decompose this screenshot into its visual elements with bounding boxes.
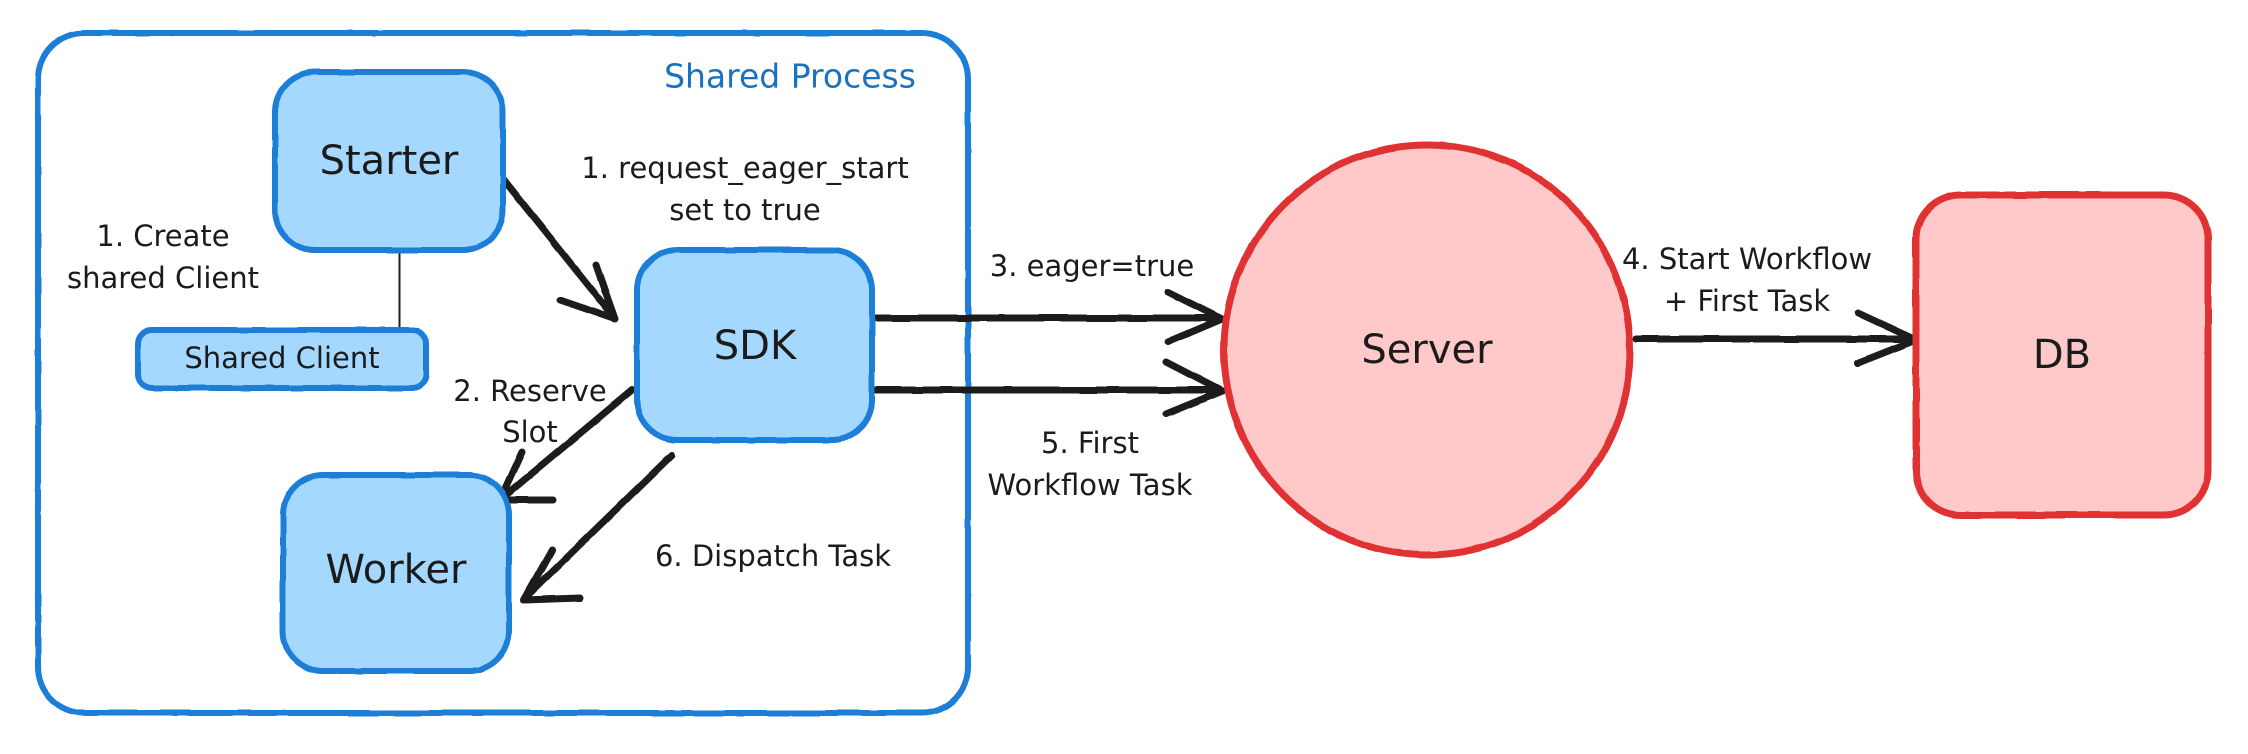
shared-process-container [35,30,971,716]
server-label: Server [1361,327,1493,373]
edge-label-dispatch-task: 6. Dispatch Task [655,539,891,573]
shared-client-border [135,327,429,391]
first-workflow-task-line1: 5. First [1041,426,1139,460]
starter-border [272,69,506,253]
edge-label-create-shared-client: 1. Create shared Client [67,219,259,295]
edge-label-start-workflow: 4. Start Workflow + First Task [1622,242,1872,318]
request-eager-start-line1: 1. request_eager_start [581,151,908,185]
edge-request-eager-start [496,171,619,323]
start-workflow-line2: + First Task [1664,284,1831,318]
reserve-slot-line2: Slot [502,415,558,449]
db-border [1912,191,2212,519]
db-label: DB [2033,332,2091,378]
dispatch-task-line1: 6. Dispatch Task [655,539,891,573]
shared-client-label: Shared Client [184,341,379,375]
server-border [1220,141,1634,559]
edge-first-workflow-task [871,358,1226,418]
shared-client-fill [138,330,426,388]
edge-label-first-workflow-task: 5. First Workflow Task [988,426,1193,502]
edge-start-workflow [1632,309,1920,367]
start-workflow-line1: 4. Start Workflow [1622,242,1872,276]
edge-dispatch-task [520,451,676,604]
node-sdk[interactable]: SDK [634,247,875,443]
reserve-slot-line1: 2. Reserve [453,374,606,408]
db-fill [1916,195,2208,515]
sdk-fill [637,250,872,440]
node-starter[interactable]: Starter [272,69,506,253]
node-shared-client[interactable]: Shared Client [135,327,429,391]
first-workflow-task-line2: Workflow Task [988,468,1193,502]
edge-label-reserve-slot: 2. Reserve Slot [453,374,606,449]
edge-create-shared-client [396,239,403,335]
shared-process-label: Shared Process [664,57,916,96]
create-shared-client-line2: shared Client [67,261,259,295]
create-shared-client-line1: 1. Create [96,219,229,253]
node-server[interactable]: Server [1220,141,1634,559]
starter-label: Starter [320,138,459,184]
group-shared-process [35,30,971,716]
worker-border [280,472,512,674]
edge-label-eager-true: 3. eager=true [990,249,1195,283]
node-worker[interactable]: Worker [280,472,512,674]
worker-fill [283,475,509,671]
starter-fill [275,72,503,250]
worker-label: Worker [326,547,467,593]
sdk-label: SDK [714,323,798,369]
node-db[interactable]: DB [1912,191,2212,519]
request-eager-start-line2: set to true [669,193,820,227]
sdk-border [634,247,875,443]
server-fill [1224,145,1630,555]
edge-eager-true [871,288,1226,346]
edge-label-request-eager-start: 1. request_eager_start set to true [581,151,908,227]
eager-true-line1: 3. eager=true [990,249,1195,283]
